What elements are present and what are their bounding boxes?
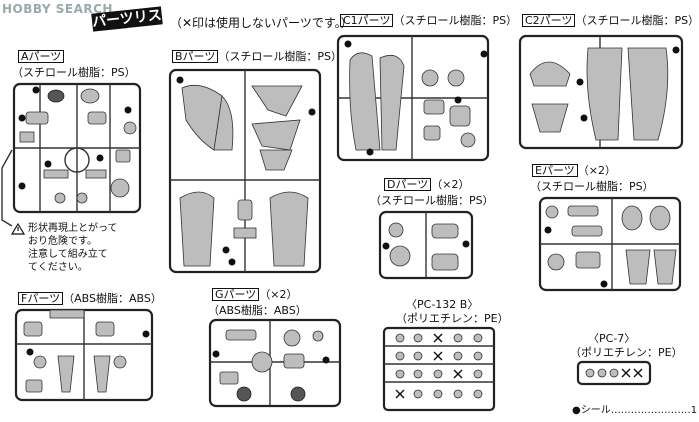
part-b-label: Bパーツ（スチロール樹脂：PS） <box>172 50 342 63</box>
part-pc7-material: （ポリエチレン：PE） <box>570 346 683 359</box>
warning-line-1: 形状再現上とがって <box>28 223 118 234</box>
seal-count: ●シール……………………1 <box>572 405 698 416</box>
part-e-label: Eパーツ（×2） <box>532 164 616 177</box>
sprue-pc7 <box>576 360 652 386</box>
sprue-a <box>1 82 142 227</box>
sprue-c2 <box>518 34 684 150</box>
warning-line-4: てください。 <box>28 262 88 273</box>
part-pc132b-label: 〈PC-132 B〉 <box>406 298 479 311</box>
sprue-d <box>378 210 474 280</box>
sprue-f <box>14 308 154 402</box>
sprue-b <box>168 68 322 274</box>
sprue-c1 <box>336 34 490 162</box>
part-pc132b-material: （ポリエチレン：PE） <box>396 312 509 325</box>
part-f-label: Fパーツ（ABS樹脂：ABS） <box>18 292 162 305</box>
sprue-g <box>208 318 342 408</box>
part-pc7-label: 〈PC-7〉 <box>588 332 636 345</box>
part-a-label: Aパーツ <box>18 50 65 63</box>
watermark-logo: HOBBY SEARCH <box>2 2 113 16</box>
part-d-label: Dパーツ（×2） <box>384 178 469 191</box>
part-c2-label: C2パーツ（スチロール樹脂：PS） <box>522 14 699 27</box>
part-d-material: （スチロール樹脂：PS） <box>370 194 494 207</box>
warning-icon <box>10 222 26 235</box>
unused-parts-note: （✕印は使用しないパーツです。） <box>170 16 353 30</box>
warning-line-2: おり危険です。 <box>28 236 97 247</box>
sprue-pc132b <box>382 326 496 412</box>
part-a-material: （スチロール樹脂：PS） <box>12 66 136 79</box>
part-e-material: （スチロール樹脂：PS） <box>530 180 654 193</box>
part-g-label: Gパーツ（×2） <box>212 288 298 301</box>
part-g-material: （ABS樹脂：ABS） <box>208 304 307 317</box>
part-c1-label: C1パーツ（スチロール樹脂：PS） <box>340 14 517 27</box>
safety-warning: 形状再現上とがって おり危険です。 注意して組み立て てください。 <box>12 222 118 274</box>
warning-line-3: 注意して組み立て <box>28 249 108 260</box>
sprue-e <box>538 196 682 292</box>
